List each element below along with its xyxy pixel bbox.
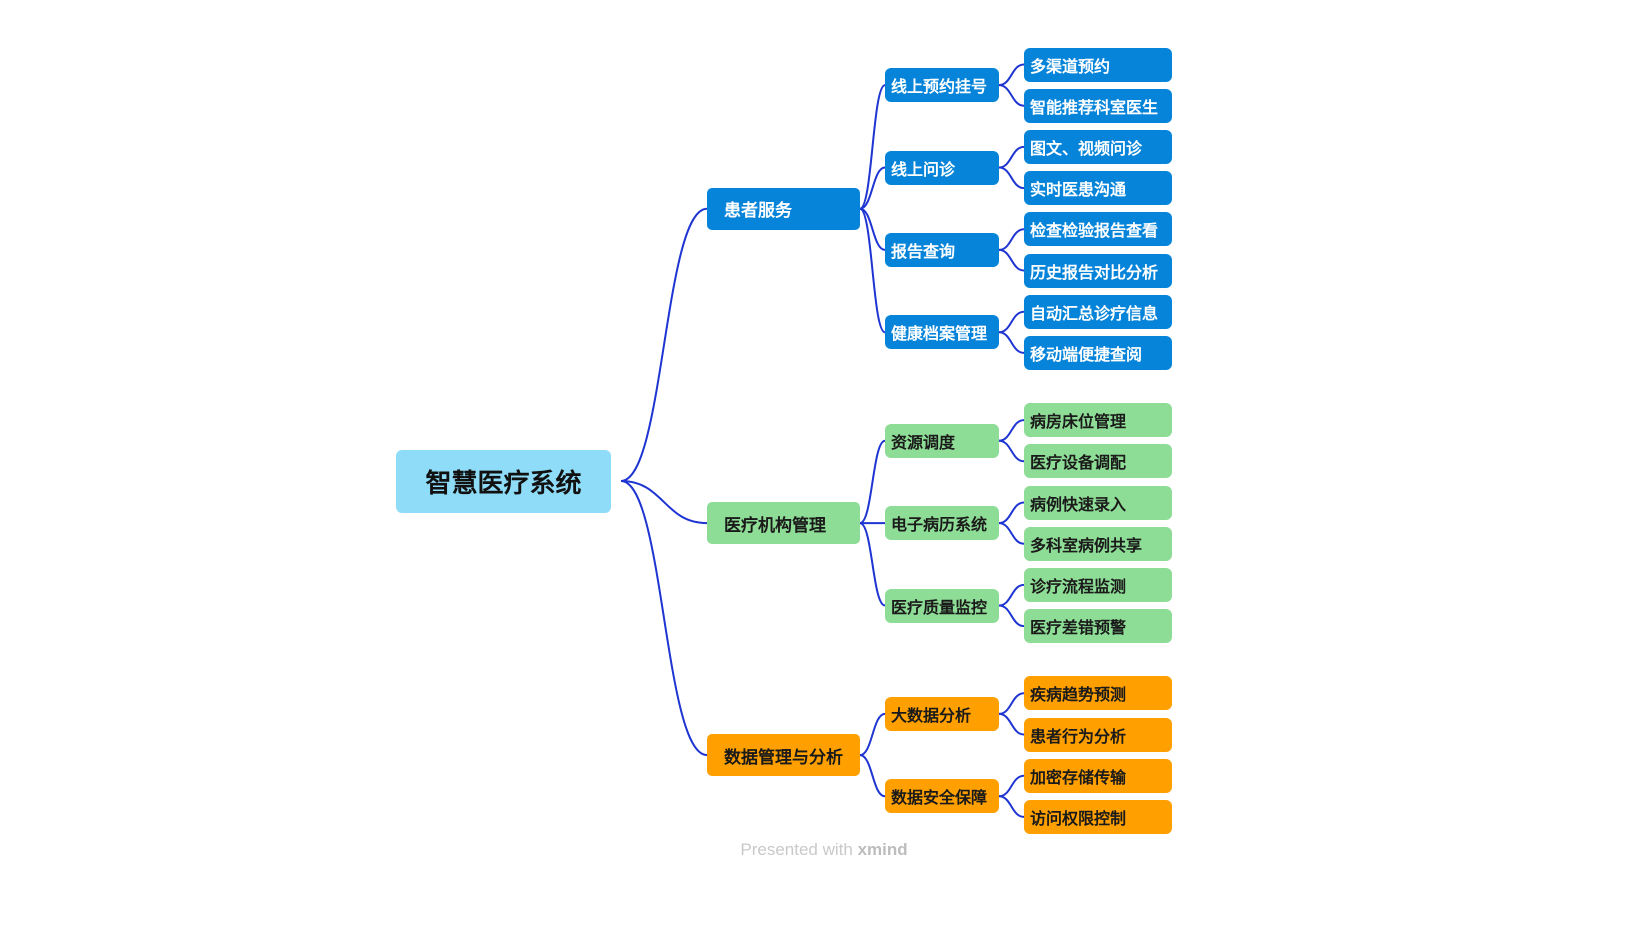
subtopic-to-leaf-connector bbox=[998, 774, 1025, 798]
subtopic-to-leaf-connector bbox=[998, 712, 1025, 736]
subtopic[interactable]: 线上预约挂号 bbox=[885, 68, 999, 103]
main-topic[interactable]: 医疗机构管理 bbox=[707, 502, 860, 545]
subtopic[interactable]: 线上问诊 bbox=[885, 150, 999, 185]
subtopic[interactable]: 医疗质量监控 bbox=[885, 588, 999, 623]
subtopic[interactable]: 报告查询 bbox=[885, 232, 999, 267]
leaf-topic[interactable]: 多渠道预约 bbox=[1024, 47, 1172, 82]
subtopic-to-leaf-connector bbox=[998, 84, 1025, 107]
leaf-topic[interactable]: 实时医患沟通 bbox=[1024, 171, 1172, 206]
leaf-topic[interactable]: 诊疗流程监测 bbox=[1024, 567, 1172, 602]
subtopic-to-leaf-connector bbox=[998, 248, 1025, 272]
leaf-topic[interactable]: 检查检验报告查看 bbox=[1024, 212, 1172, 247]
leaf-topic[interactable]: 图文、视频问诊 bbox=[1024, 129, 1172, 164]
main-to-subtopic-connector bbox=[859, 754, 886, 798]
leaf-topic[interactable]: 历史报告对比分析 bbox=[1024, 253, 1172, 288]
subtopic-to-leaf-connector bbox=[998, 419, 1025, 442]
subtopic[interactable]: 大数据分析 bbox=[885, 696, 999, 731]
leaf-topic[interactable]: 多科室病例共享 bbox=[1024, 526, 1172, 561]
subtopic[interactable]: 资源调度 bbox=[885, 423, 999, 458]
subtopic-to-leaf-connector bbox=[998, 795, 1025, 818]
root-to-main-connector bbox=[620, 207, 708, 482]
main-to-subtopic-connector bbox=[859, 84, 886, 210]
main-topic[interactable]: 数据管理与分析 bbox=[707, 734, 860, 777]
main-topic[interactable]: 患者服务 bbox=[707, 187, 860, 230]
root-topic[interactable]: 智慧医疗系统 bbox=[396, 450, 611, 513]
leaf-topic[interactable]: 智能推荐科室医生 bbox=[1024, 88, 1172, 123]
subtopic[interactable]: 数据安全保障 bbox=[885, 779, 999, 814]
subtopic-to-leaf-connector bbox=[998, 310, 1025, 334]
leaf-topic[interactable]: 自动汇总诊疗信息 bbox=[1024, 294, 1172, 329]
subtopic-to-leaf-connector bbox=[998, 145, 1025, 169]
subtopic-to-leaf-connector bbox=[998, 166, 1025, 190]
footer-watermark: Presented with xmind bbox=[0, 840, 1648, 860]
subtopic-to-leaf-connector bbox=[998, 604, 1025, 628]
subtopic-to-leaf-connector bbox=[998, 331, 1025, 354]
leaf-topic[interactable]: 疾病趋势预测 bbox=[1024, 676, 1172, 711]
main-to-subtopic-connector bbox=[859, 207, 886, 334]
main-to-subtopic-connector bbox=[859, 207, 886, 251]
subtopic-to-leaf-connector bbox=[998, 63, 1025, 87]
leaf-topic[interactable]: 病例快速录入 bbox=[1024, 485, 1172, 520]
main-to-subtopic-connector bbox=[859, 439, 886, 525]
subtopic[interactable]: 健康档案管理 bbox=[885, 315, 999, 350]
leaf-topic[interactable]: 医疗差错预警 bbox=[1024, 609, 1172, 644]
root-to-main-connector bbox=[620, 480, 708, 525]
subtopic[interactable]: 电子病历系统 bbox=[885, 506, 999, 541]
xmind-brand: xmind bbox=[857, 840, 908, 859]
leaf-topic[interactable]: 病房床位管理 bbox=[1024, 403, 1172, 438]
main-to-subtopic-connector bbox=[859, 522, 886, 607]
root-to-main-connector bbox=[620, 480, 708, 757]
leaf-topic[interactable]: 访问权限控制 bbox=[1024, 799, 1172, 834]
subtopic-to-leaf-connector bbox=[998, 522, 1025, 545]
main-to-subtopic-connector bbox=[859, 712, 886, 757]
main-to-subtopic-connector bbox=[859, 166, 886, 210]
footer-prefix: Presented with bbox=[740, 840, 858, 859]
leaf-topic[interactable]: 移动端便捷查阅 bbox=[1024, 335, 1172, 370]
subtopic-to-leaf-connector bbox=[998, 583, 1025, 607]
subtopic-to-leaf-connector bbox=[998, 692, 1025, 715]
subtopic-to-leaf-connector bbox=[998, 501, 1025, 525]
subtopic-to-leaf-connector bbox=[998, 228, 1025, 251]
leaf-topic[interactable]: 医疗设备调配 bbox=[1024, 444, 1172, 479]
subtopic-to-leaf-connector bbox=[998, 439, 1025, 463]
leaf-topic[interactable]: 患者行为分析 bbox=[1024, 717, 1172, 752]
leaf-topic[interactable]: 加密存储传输 bbox=[1024, 758, 1172, 793]
